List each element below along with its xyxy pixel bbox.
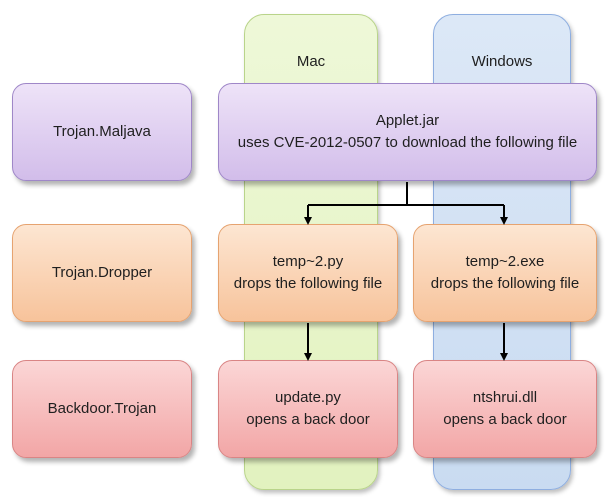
win-dropper-description: drops the following file — [430, 275, 580, 292]
split-connector — [308, 182, 504, 206]
mac-dropper-description: drops the following file — [233, 275, 383, 292]
applet-name: Applet.jar — [375, 112, 440, 129]
win-payload-description: opens a back door — [443, 411, 567, 428]
row-label-dropper: Trojan.Dropper — [12, 224, 192, 322]
win-dropper-name: temp~2.exe — [465, 253, 545, 270]
mac-dropper-name: temp~2.py — [272, 253, 344, 270]
win-payload-name: ntshrui.dll — [472, 389, 538, 406]
win-payload-box: ntshrui.dll opens a back door — [413, 360, 597, 458]
mac-column-title: Mac — [296, 53, 326, 70]
mac-payload-box: update.py opens a back door — [218, 360, 398, 458]
mac-payload-description: opens a back door — [246, 411, 370, 428]
row-label-backdoor-text: Backdoor.Trojan — [47, 400, 157, 417]
win-dropper-box: temp~2.exe drops the following file — [413, 224, 597, 322]
row-label-backdoor: Backdoor.Trojan — [12, 360, 192, 458]
row-label-maljava: Trojan.Maljava — [12, 83, 192, 181]
windows-column-title: Windows — [471, 53, 533, 70]
applet-description: uses CVE-2012-0507 to download the follo… — [237, 134, 578, 151]
applet-box: Applet.jar uses CVE-2012-0507 to downloa… — [218, 83, 597, 181]
row-label-maljava-text: Trojan.Maljava — [53, 123, 151, 140]
mac-payload-name: update.py — [275, 389, 341, 406]
row-label-dropper-text: Trojan.Dropper — [51, 264, 153, 281]
